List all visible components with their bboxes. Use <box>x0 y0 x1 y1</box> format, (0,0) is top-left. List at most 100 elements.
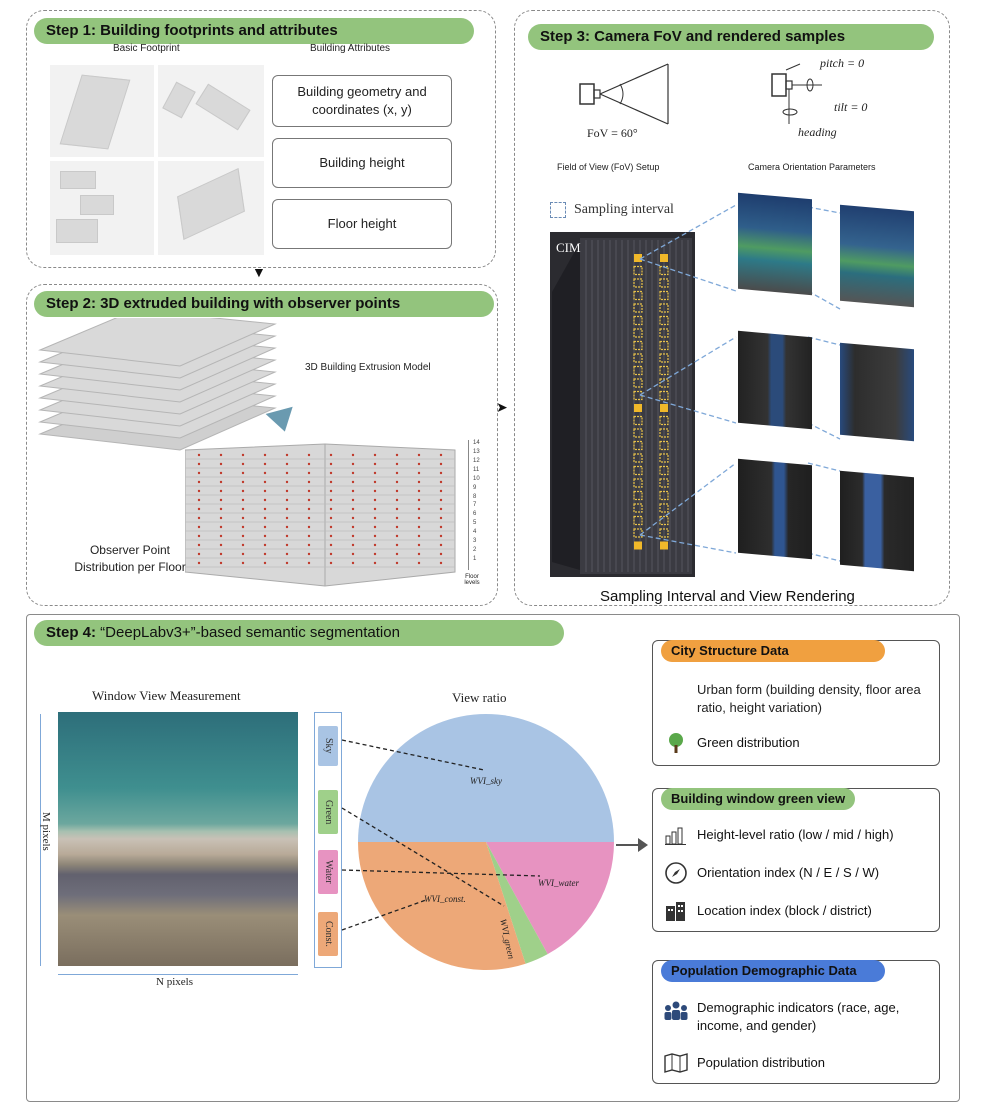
tree-icon <box>663 731 689 755</box>
sampling-window-marker <box>659 415 669 426</box>
observer-point <box>373 561 377 565</box>
fov-caption: Field of View (FoV) Setup <box>557 162 660 172</box>
observer-point <box>329 516 333 520</box>
pie-slice-water <box>486 842 614 955</box>
observer-point <box>373 534 377 538</box>
observer-point <box>197 471 201 475</box>
arrow-to-data-head-icon <box>638 838 648 852</box>
observer-point <box>219 543 223 547</box>
floor-tick-label: 5 <box>473 520 477 527</box>
sampling-window-marker <box>659 453 669 463</box>
observer-point <box>197 552 201 556</box>
observer-point <box>329 534 333 538</box>
population-distribution-row: Population distribution <box>663 1051 825 1075</box>
fov-value: FoV = 60° <box>587 126 638 140</box>
observer-point <box>241 534 245 538</box>
observer-point <box>197 453 201 457</box>
footprint-shape <box>56 219 98 243</box>
cim-label: CIM <box>556 240 581 255</box>
observer-point <box>219 498 223 502</box>
observer-point <box>197 480 201 484</box>
extruded-layers-illustration <box>38 318 277 451</box>
sampling-window-marker <box>660 254 668 262</box>
floor-tick-label: 7 <box>473 502 477 509</box>
sampling-window-marker <box>659 440 669 451</box>
observer-point <box>329 561 333 565</box>
footprint-tile <box>50 161 154 255</box>
observer-point <box>351 543 355 547</box>
observer-point <box>285 489 289 493</box>
wvm-title: Window View Measurement <box>92 688 241 703</box>
observer-point <box>351 507 355 511</box>
city-structure-title: City Structure Data <box>661 640 885 662</box>
sampling-window-marker <box>659 490 669 501</box>
floor-tick-label: 11 <box>473 466 480 473</box>
floor-tick-label: 1 <box>473 555 477 562</box>
sampling-window-marker <box>633 278 643 288</box>
sampling-window-marker <box>633 365 643 376</box>
step4-title: Step 4: “DeepLabv3+”-based semantic segm… <box>34 620 564 646</box>
observer-point <box>351 525 355 529</box>
building-attributes-label: Building Attributes <box>310 43 391 54</box>
observer-point <box>307 552 311 556</box>
step2-title-prefix: Step 2: <box>46 295 97 312</box>
observer-point <box>329 552 333 556</box>
observer-point <box>241 480 245 484</box>
observer-point <box>285 453 289 457</box>
demographic-label: Demographic indicators (race, age, incom… <box>697 1000 900 1033</box>
observer-point <box>439 552 443 556</box>
floor-lines <box>185 458 455 568</box>
observer-point <box>395 525 399 529</box>
observer-point <box>417 507 421 511</box>
observer-building-illustration <box>185 443 456 587</box>
rendered-sample-2b <box>840 342 914 442</box>
sampling-window-marker <box>633 428 643 438</box>
observer-point <box>197 525 201 529</box>
footprint-shape <box>60 171 96 189</box>
floor-tick-label: 8 <box>473 493 477 500</box>
step3-title-prefix: Step 3: <box>540 28 591 45</box>
observer-point <box>263 489 267 493</box>
observer-point <box>241 489 245 493</box>
observer-point <box>219 489 223 493</box>
step3-bottom-caption: Sampling Interval and View Rendering <box>600 588 855 605</box>
population-title: Population Demographic Data <box>661 960 885 982</box>
observer-point <box>417 462 421 466</box>
sampling-window-marker <box>659 353 669 363</box>
observer-point <box>241 498 245 502</box>
observer-point <box>395 489 399 493</box>
basic-footprint-label: Basic Footprint <box>113 43 180 54</box>
step2-panel <box>26 284 498 606</box>
seg-tag-water: Water <box>318 850 338 894</box>
observer-point <box>197 489 201 493</box>
observer-point <box>307 516 311 520</box>
observer-point <box>439 516 443 520</box>
footprint-tile <box>158 65 264 157</box>
floor-tick-label: 14 <box>473 440 480 446</box>
observer-point <box>351 489 355 493</box>
step3-title: Step 3: Camera FoV and rendered samples <box>528 24 934 50</box>
observer-point <box>439 534 443 538</box>
orientation-label: Orientation index (N / E / S / W) <box>697 865 880 880</box>
observer-point <box>439 543 443 547</box>
footprint-shape <box>80 195 114 215</box>
observer-point <box>329 462 333 466</box>
sampling-window-marker <box>633 515 643 526</box>
observer-point <box>197 462 201 466</box>
observer-point <box>439 498 443 502</box>
observer-point <box>307 480 311 484</box>
observer-point <box>263 516 267 520</box>
observer-point <box>373 525 377 529</box>
observer-point <box>241 543 245 547</box>
observer-point <box>307 525 311 529</box>
step1-panel <box>26 10 496 268</box>
observer-point <box>263 462 267 466</box>
camera-orientation-icon <box>771 73 787 97</box>
people-group-icon <box>663 999 689 1023</box>
population-box: Population Demographic Data Demographic … <box>652 960 940 1084</box>
city-structure-box: City Structure Data Urban form (building… <box>652 640 940 766</box>
observer-point <box>219 507 223 511</box>
observer-point <box>285 516 289 520</box>
attribute-floor-height: Floor height <box>272 199 452 249</box>
